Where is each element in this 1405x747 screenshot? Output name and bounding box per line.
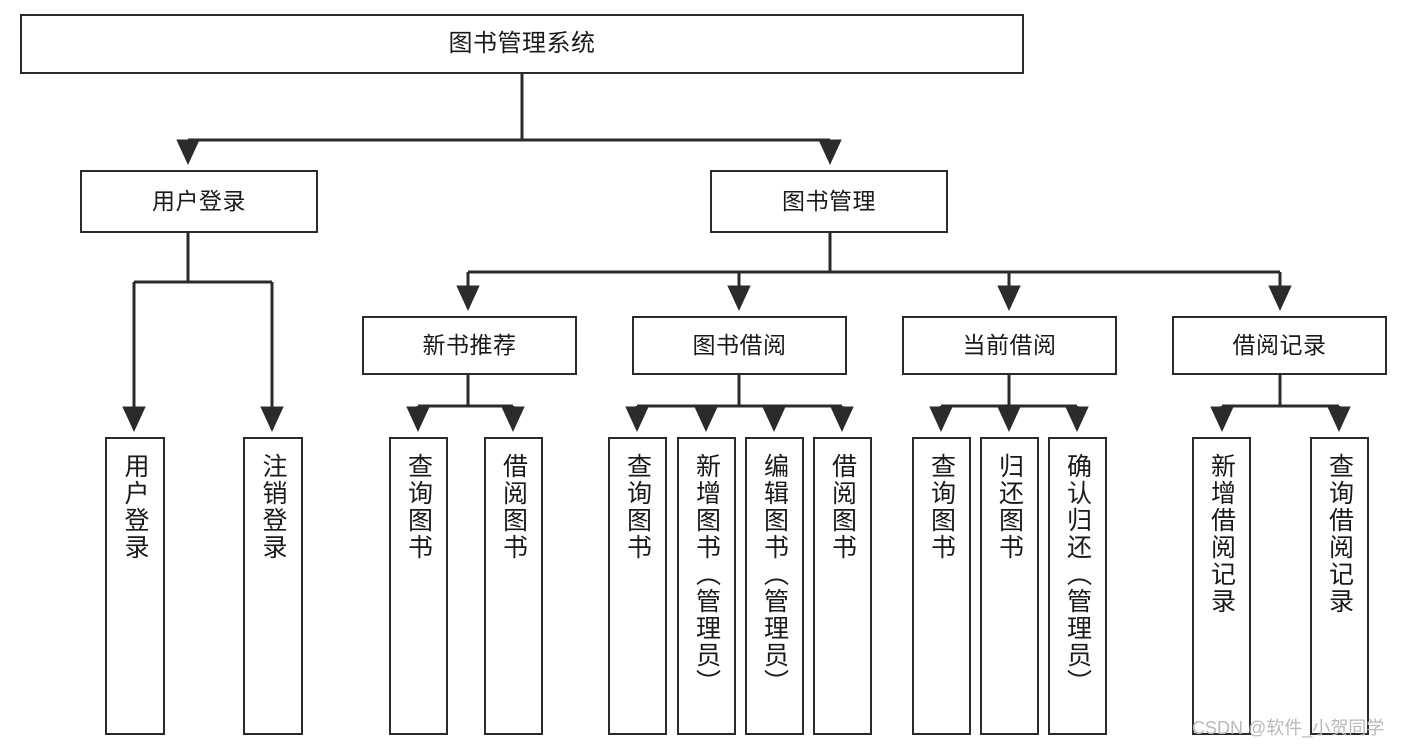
node-borrow-record-label: 借阅记录 xyxy=(1232,331,1327,358)
node-book-borrow[interactable]: 图书借阅 xyxy=(632,316,847,375)
node-new-book-rec-label: 新书推荐 xyxy=(422,331,517,358)
node-leaf-confirm-return[interactable]: 确认归还（管理员） xyxy=(1048,437,1107,735)
node-leaf-query-book-3-label: 查询图书 xyxy=(927,453,956,561)
node-leaf-edit-book-label: 编辑图书（管理员） xyxy=(760,453,789,696)
node-leaf-logout-label: 注销登录 xyxy=(259,453,287,561)
node-root[interactable]: 图书管理系统 xyxy=(20,14,1024,74)
node-user-login-label: 用户登录 xyxy=(152,187,246,214)
node-leaf-edit-book[interactable]: 编辑图书（管理员） xyxy=(745,437,804,735)
node-book-manage[interactable]: 图书管理 xyxy=(710,170,948,233)
node-leaf-query-book-1-label: 查询图书 xyxy=(404,453,433,561)
node-leaf-add-record-label: 新增借阅记录 xyxy=(1207,453,1236,615)
csdn-watermark: CSDN @软件_小贺同学 xyxy=(1192,718,1385,738)
node-current-borrow[interactable]: 当前借阅 xyxy=(902,316,1117,375)
node-leaf-borrow-book-2[interactable]: 借阅图书 xyxy=(813,437,872,735)
node-leaf-return-book[interactable]: 归还图书 xyxy=(980,437,1039,735)
node-user-login[interactable]: 用户登录 xyxy=(80,170,318,233)
node-book-manage-label: 图书管理 xyxy=(782,187,876,214)
node-leaf-query-record-label: 查询借阅记录 xyxy=(1325,453,1354,615)
node-new-book-rec[interactable]: 新书推荐 xyxy=(362,316,577,375)
node-leaf-user-login-label: 用户登录 xyxy=(121,453,149,561)
node-leaf-query-book-3[interactable]: 查询图书 xyxy=(912,437,971,735)
node-leaf-return-book-label: 归还图书 xyxy=(995,453,1024,561)
node-leaf-user-login[interactable]: 用户登录 xyxy=(105,437,165,735)
node-leaf-query-record[interactable]: 查询借阅记录 xyxy=(1310,437,1369,735)
node-leaf-query-book-1[interactable]: 查询图书 xyxy=(389,437,448,735)
node-root-label: 图书管理系统 xyxy=(448,29,596,57)
node-current-borrow-label: 当前借阅 xyxy=(962,331,1057,358)
node-leaf-add-book[interactable]: 新增图书（管理员） xyxy=(677,437,736,735)
node-leaf-query-book-2-label: 查询图书 xyxy=(623,453,652,561)
node-book-borrow-label: 图书借阅 xyxy=(692,331,787,358)
node-leaf-add-book-label: 新增图书（管理员） xyxy=(692,453,721,696)
node-leaf-borrow-book-2-label: 借阅图书 xyxy=(828,453,857,561)
node-leaf-add-record[interactable]: 新增借阅记录 xyxy=(1192,437,1251,735)
node-leaf-query-book-2[interactable]: 查询图书 xyxy=(608,437,667,735)
node-leaf-confirm-return-label: 确认归还（管理员） xyxy=(1063,453,1092,696)
node-borrow-record[interactable]: 借阅记录 xyxy=(1172,316,1387,375)
node-leaf-borrow-book-1[interactable]: 借阅图书 xyxy=(484,437,543,735)
node-leaf-borrow-book-1-label: 借阅图书 xyxy=(499,453,528,561)
node-leaf-logout[interactable]: 注销登录 xyxy=(243,437,303,735)
